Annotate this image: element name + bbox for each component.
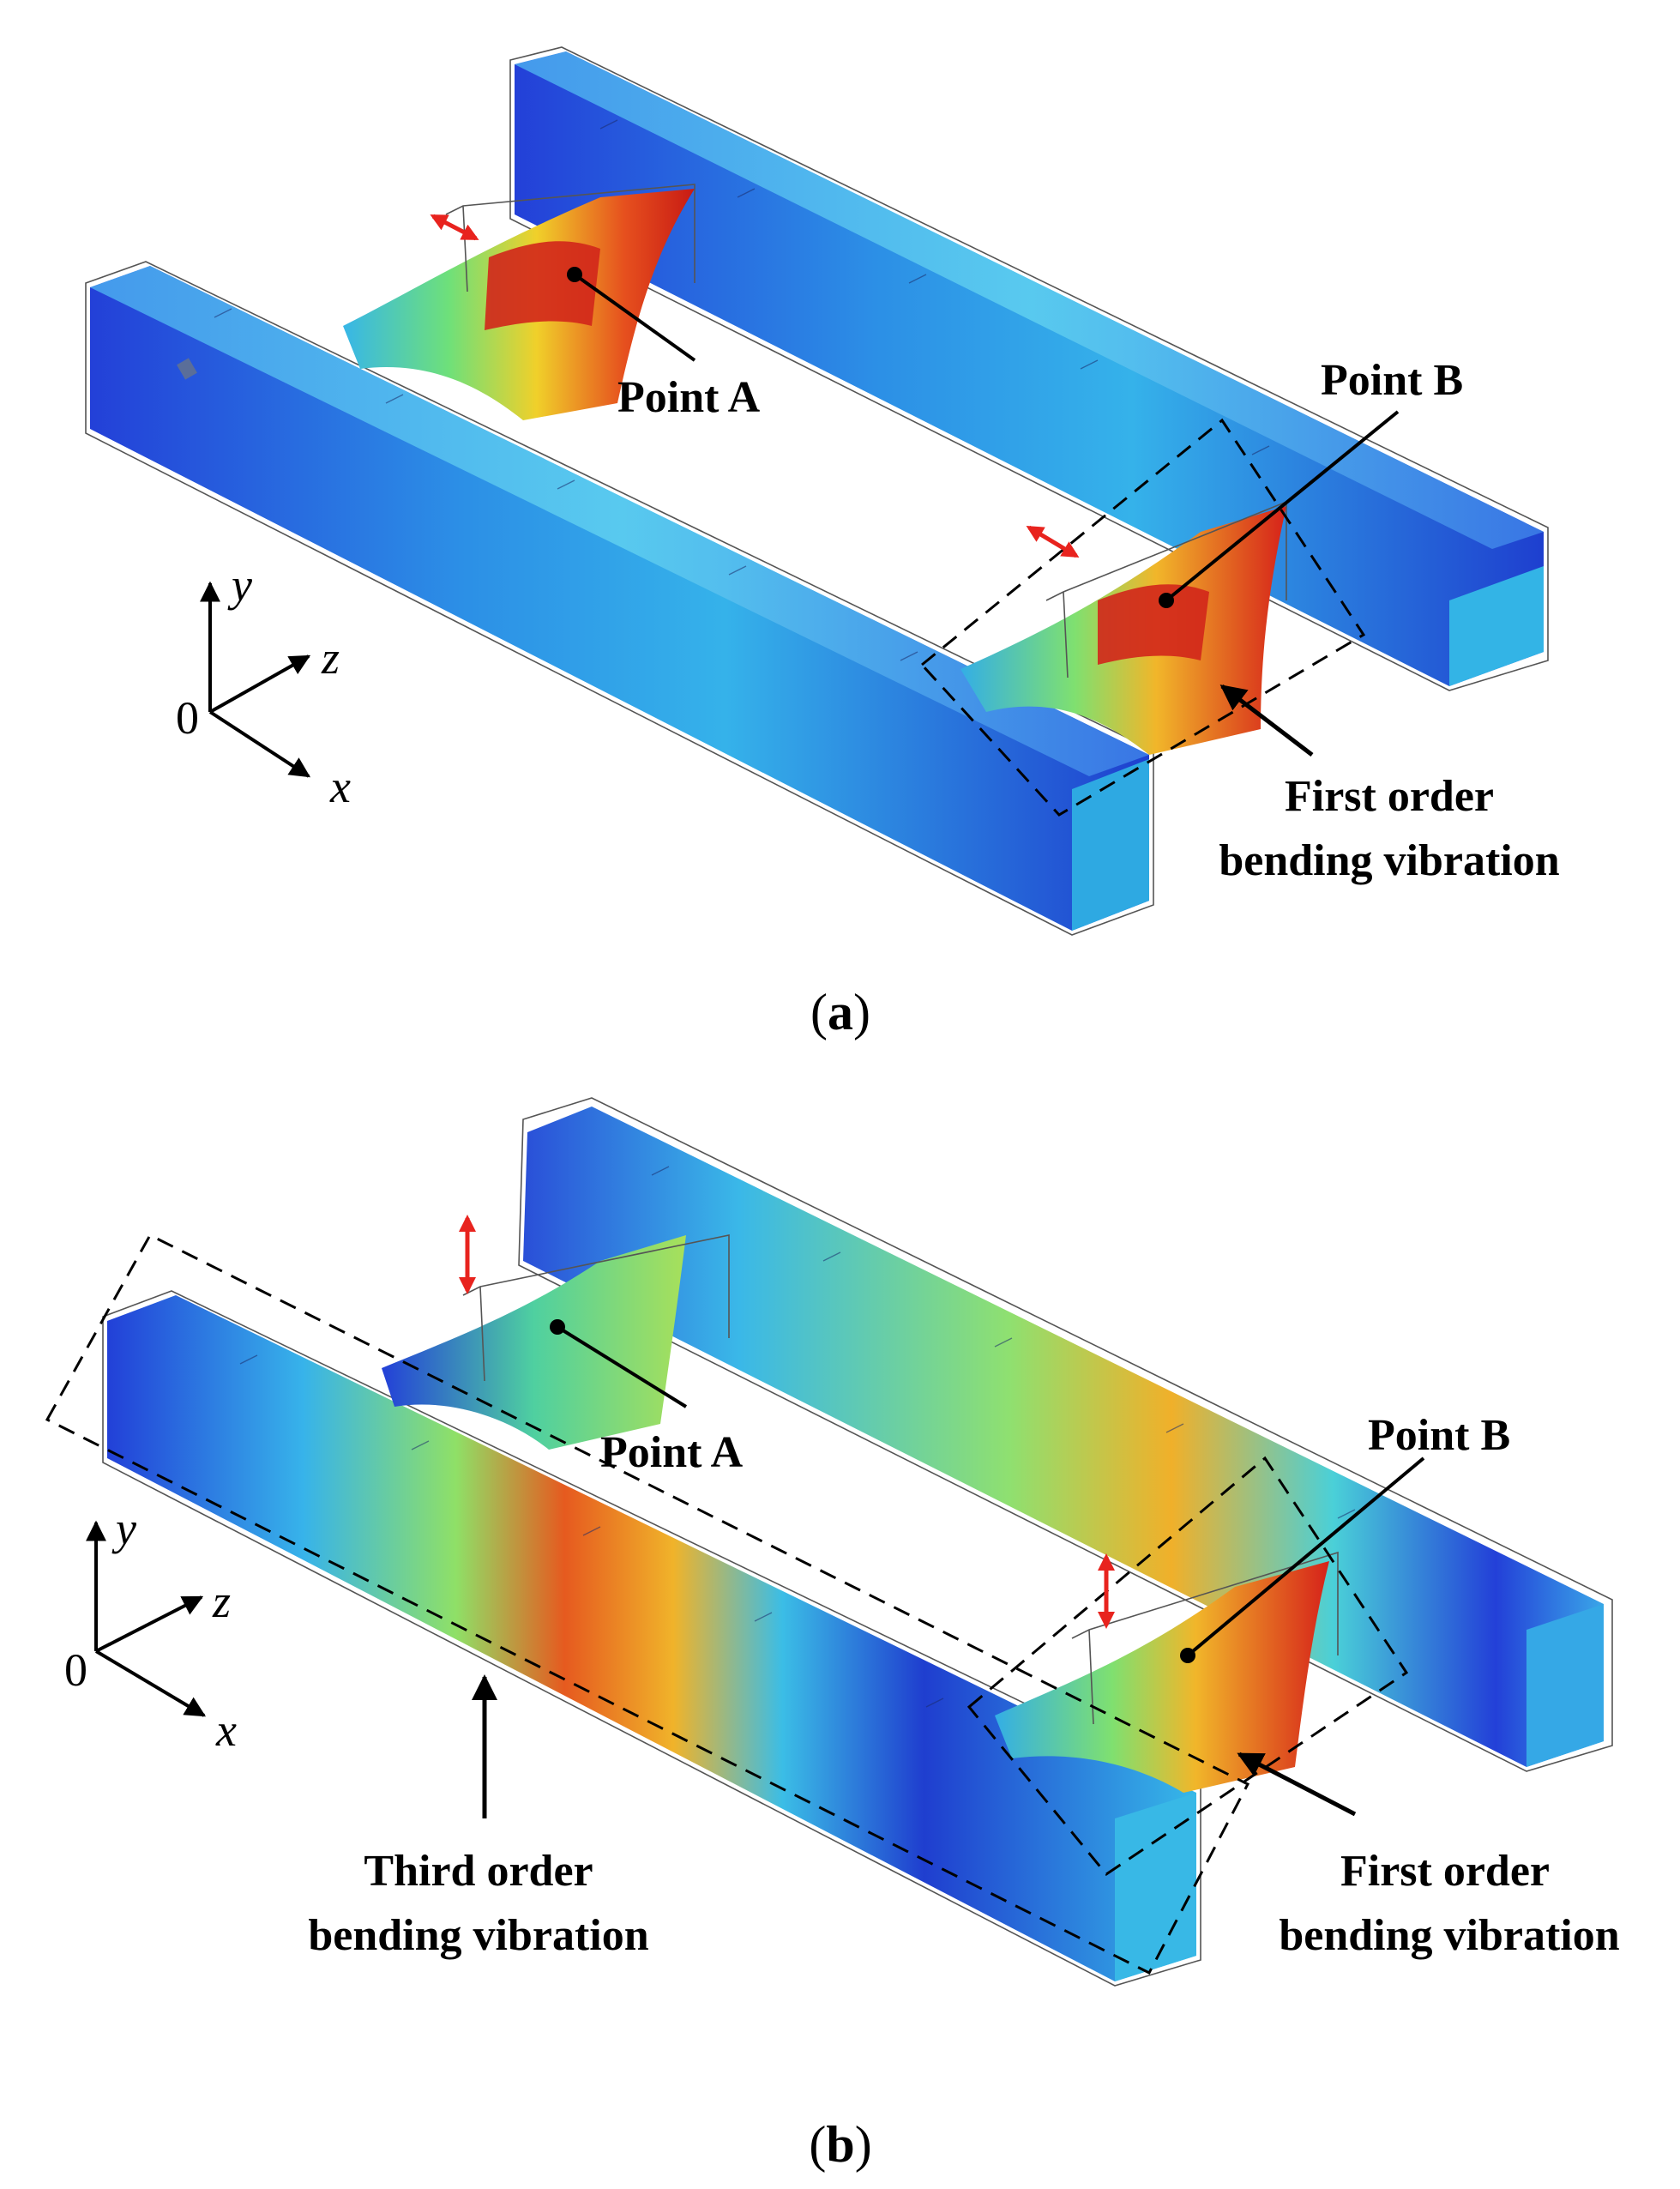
panel-b-axis-x: x <box>215 1704 237 1756</box>
panel-a-vibration-arrow-a <box>430 214 479 241</box>
panel-a-first-order-arrow <box>1219 684 1314 757</box>
panel-b-third-order-box <box>45 1233 1250 1975</box>
panel-b-axis-y: y <box>111 1503 136 1554</box>
panel-b-point-b-label: Point B <box>1368 1411 1510 1460</box>
panel-b-front-beam <box>102 1290 1201 1987</box>
panel-a-arm-a <box>343 184 695 420</box>
panel-a-point-b-leader <box>1165 410 1400 602</box>
panel-b-axis-origin: 0 <box>64 1644 87 1696</box>
panel-a-axis-x: x <box>329 761 351 812</box>
panel-b-back-beam <box>518 1097 1613 1772</box>
panel-b-caption: (b) <box>809 2116 871 2173</box>
panel-a-first-order-label-1: First order <box>1285 772 1494 821</box>
panel-b-axis-z: z <box>212 1576 231 1627</box>
panel-a-vibration-arrow-b <box>1026 525 1080 558</box>
panel-a-caption: (a) <box>810 984 870 1040</box>
panel-b: Point A Point B First order bending vibr… <box>45 1097 1620 2173</box>
panel-a-axes: y z x 0 <box>176 559 351 812</box>
panel-b-first-order-label-1: First order <box>1340 1847 1550 1896</box>
panel-b-point-a-leader <box>556 1325 688 1408</box>
panel-b-point-b-leader <box>1186 1456 1425 1657</box>
panel-b-third-order-label-2: bending vibration <box>308 1911 648 1960</box>
panel-a-point-a-leader <box>573 273 696 362</box>
panel-b-point-a-label: Point A <box>600 1428 744 1477</box>
panel-a-axis-z: z <box>321 632 340 684</box>
panel-b-arm-b <box>995 1551 1339 1793</box>
panel-a: Point A Point B First order bending vibr… <box>85 46 1560 1040</box>
panel-a-point-b-label: Point B <box>1321 356 1463 405</box>
panel-b-axes: y z x 0 <box>64 1503 237 1756</box>
panel-a-point-a-label: Point A <box>617 373 761 422</box>
panel-a-first-order-box <box>919 418 1366 817</box>
panel-a-first-order-label-2: bending vibration <box>1219 836 1559 885</box>
panel-a-axis-y: y <box>227 559 252 611</box>
panel-a-axis-origin: 0 <box>176 692 199 744</box>
panel-b-third-order-label-1: Third order <box>364 1847 593 1896</box>
panel-b-first-order-label-2: bending vibration <box>1279 1911 1619 1960</box>
panel-b-first-order-box <box>966 1456 1409 1877</box>
panel-a-front-beam <box>85 261 1154 936</box>
panel-b-first-order-arrow <box>1237 1752 1357 1817</box>
